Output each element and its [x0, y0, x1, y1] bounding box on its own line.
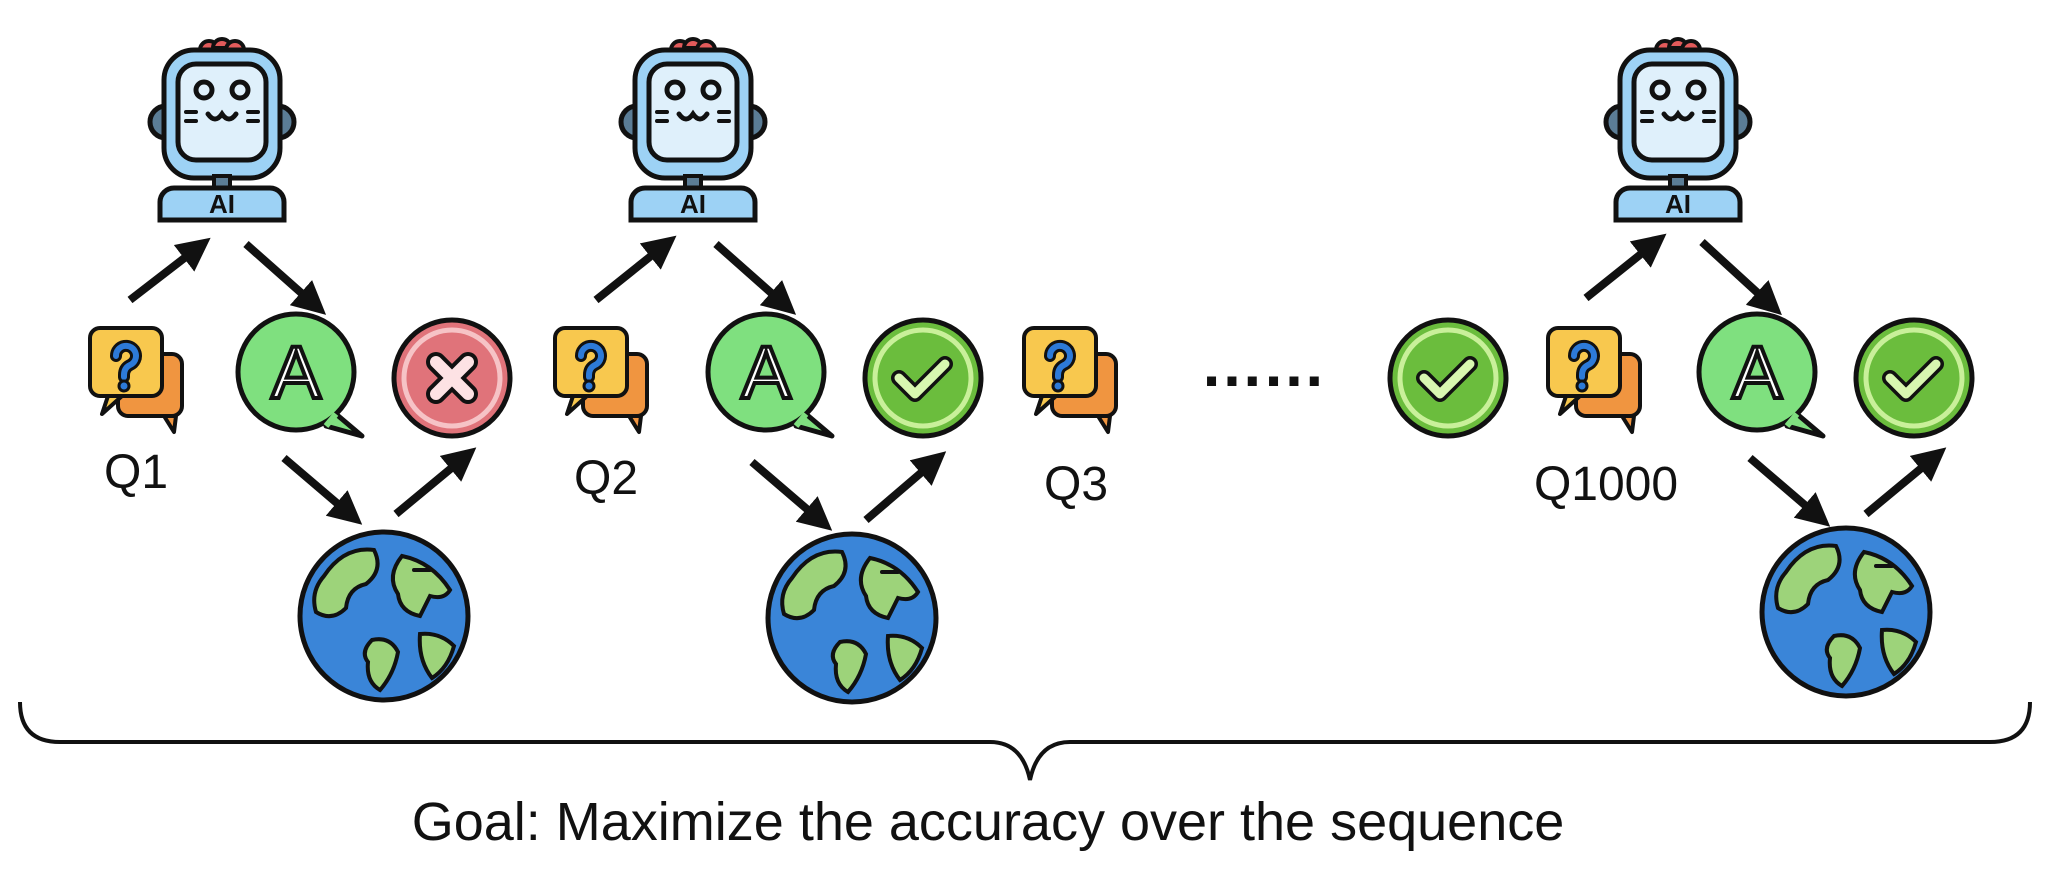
arrow-earth-to-outcome-1000 — [1863, 447, 1947, 518]
incorrect-icon-q1 — [394, 320, 510, 436]
robot-badge-1: AI — [209, 189, 235, 219]
question-label-q1000: Q1000 — [1534, 458, 1678, 511]
robot-badge-1000: AI — [1665, 189, 1691, 219]
answer-letter-q1000: A — [1732, 331, 1782, 414]
robot-badge-2: AI — [680, 189, 706, 219]
question-label-q1: Q1 — [104, 446, 168, 499]
correct-icon-prior — [1390, 320, 1506, 436]
arrow-answer-to-earth-1000 — [1747, 454, 1831, 527]
arrow-q2-to-robot — [593, 235, 677, 304]
sequence-ellipsis: …… — [1200, 328, 1324, 400]
question-icon-q1000 — [1548, 328, 1640, 432]
arrow-earth-to-outcome-1 — [393, 447, 477, 518]
correct-icon-q2 — [865, 320, 981, 436]
correct-icon-q1000 — [1856, 320, 1972, 436]
sequence-brace — [18, 701, 2032, 781]
question-icon-q3 — [1024, 328, 1116, 432]
earth-icon-2 — [768, 534, 936, 702]
earth-icon-1 — [300, 532, 468, 700]
arrow-robot-to-answer-1 — [243, 241, 327, 315]
arrow-earth-to-outcome-2 — [863, 451, 947, 524]
earth-icon-1000 — [1762, 528, 1930, 696]
question-label-q2: Q2 — [574, 452, 638, 505]
question-label-q3: Q3 — [1044, 458, 1108, 511]
question-icon-q1 — [90, 328, 182, 432]
arrow-robot-to-answer-1000 — [1699, 239, 1782, 316]
arrow-answer-to-earth-1 — [281, 454, 363, 525]
flow-arrows — [127, 233, 1947, 531]
arrow-answer-to-earth-2 — [749, 458, 833, 531]
arrow-robot-to-answer-2 — [713, 241, 797, 315]
arrow-q1-to-robot — [127, 237, 211, 304]
answer-letter-q1: A — [271, 331, 321, 414]
question-icon-q2 — [555, 328, 647, 432]
goal-caption: Goal: Maximize the accuracy over the seq… — [412, 792, 1565, 852]
answer-letter-q2: A — [741, 331, 791, 414]
arrow-q1000-to-robot — [1583, 233, 1667, 302]
